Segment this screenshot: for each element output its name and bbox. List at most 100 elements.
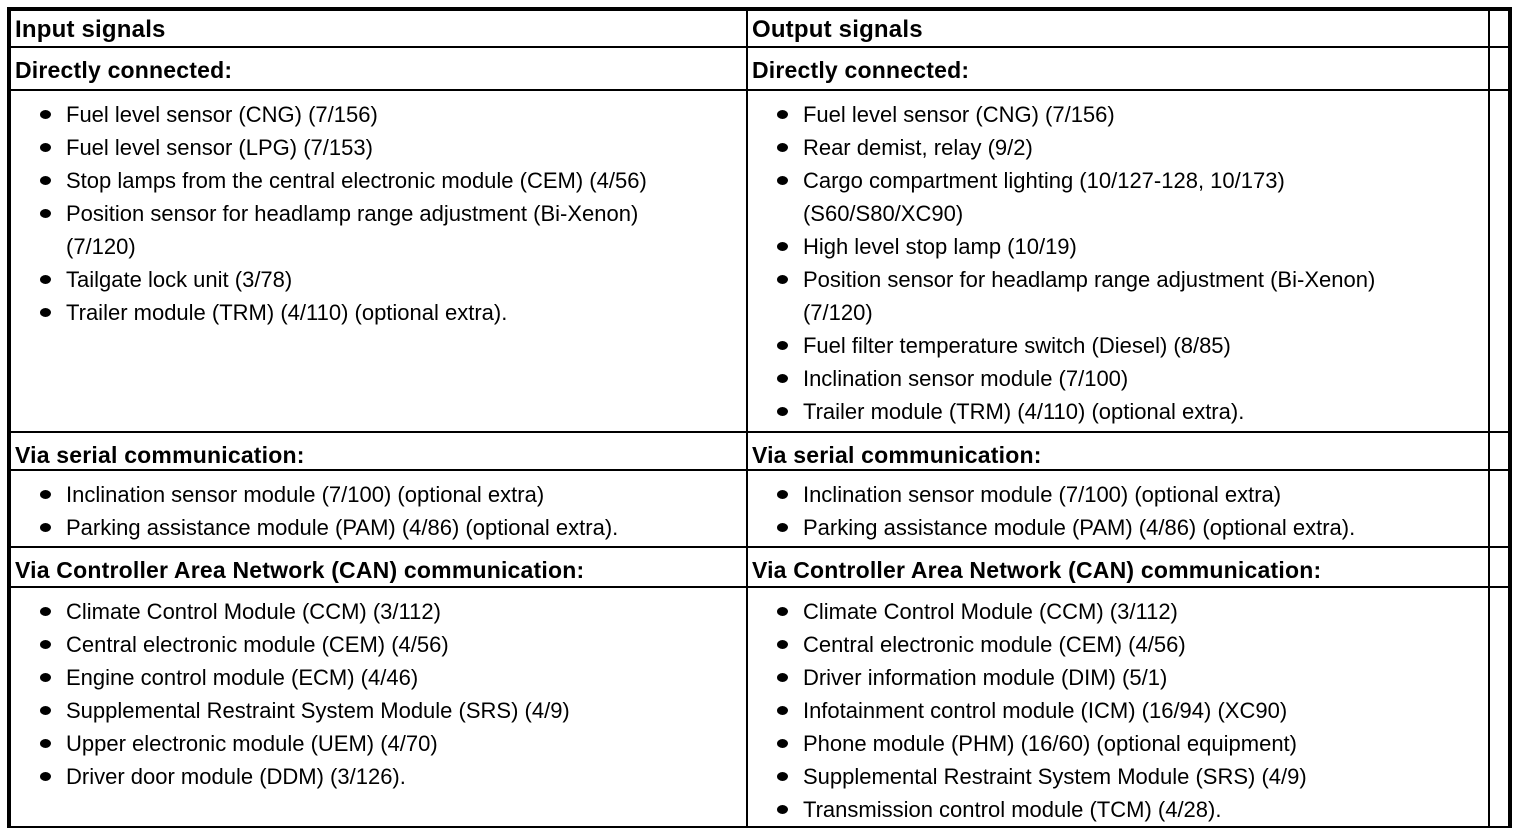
- signal-item-text: Fuel level sensor (LPG) (7/153): [66, 135, 373, 160]
- input-serial-list-cell: Inclination sensor module (7/100) (optio…: [8, 469, 748, 548]
- signal-item-text: High level stop lamp (10/19): [802, 234, 1077, 259]
- bullet-icon: [40, 607, 51, 616]
- bullet-icon: [776, 739, 788, 748]
- section-list-row: Climate Control Module (CCM) (3/112) Cen…: [8, 586, 1512, 828]
- input-signals-header: Input signals: [8, 8, 748, 48]
- output-serial-title: Via serial communication:: [745, 431, 1490, 471]
- signal-item: Central electronic module (CEM) (4/56): [749, 628, 1484, 661]
- signal-item-text: Trailer module (TRM) (4/110) (optional e…: [66, 300, 508, 325]
- signal-item: Parking assistance module (PAM) (4/86) (…: [749, 511, 1484, 544]
- signal-list: Climate Control Module (CCM) (3/112) Cen…: [749, 595, 1484, 826]
- signal-item: Inclination sensor module (7/100) (optio…: [749, 478, 1484, 511]
- empty-column-header: [1487, 8, 1512, 48]
- bullet-icon: [776, 176, 788, 185]
- signal-item-text: Position sensor for headlamp range adjus…: [802, 267, 1376, 325]
- bullet-icon: [776, 242, 788, 251]
- bullet-icon: [776, 490, 788, 499]
- signal-item: Position sensor for headlamp range adjus…: [11, 197, 742, 263]
- signal-item-text: Supplemental Restraint System Module (SR…: [802, 764, 1307, 789]
- bullet-icon: [40, 308, 51, 317]
- signal-item: Trailer module (TRM) (4/110) (optional e…: [11, 296, 742, 329]
- output-directly-connected-list-cell: Fuel level sensor (CNG) (7/156) Rear dem…: [745, 89, 1490, 433]
- signal-item-text: Fuel level sensor (CNG) (7/156): [66, 102, 378, 127]
- bullet-icon: [776, 673, 788, 682]
- signal-item-text: Trailer module (TRM) (4/110) (optional e…: [802, 399, 1245, 424]
- bullet-icon: [776, 374, 788, 383]
- signal-item: Fuel level sensor (CNG) (7/156): [11, 98, 742, 131]
- signal-item: Infotainment control module (ICM) (16/94…: [749, 694, 1484, 727]
- output-directly-connected-title: Directly connected:: [745, 46, 1490, 91]
- signal-item-text: Position sensor for headlamp range adjus…: [66, 201, 639, 259]
- signal-item-text: Engine control module (ECM) (4/46): [66, 665, 419, 690]
- signal-item-text: Stop lamps from the central electronic m…: [66, 168, 647, 193]
- bullet-icon: [776, 772, 788, 781]
- signal-item: Central electronic module (CEM) (4/56): [11, 628, 742, 661]
- bullet-icon: [40, 673, 51, 682]
- section-title-row: Via Controller Area Network (CAN) commun…: [8, 546, 1512, 588]
- empty-column-cell: [1487, 46, 1512, 91]
- signal-item: Stop lamps from the central electronic m…: [11, 164, 742, 197]
- output-can-title: Via Controller Area Network (CAN) commun…: [745, 546, 1490, 588]
- signal-item-text: Rear demist, relay (9/2): [802, 135, 1033, 160]
- bullet-icon: [776, 143, 788, 152]
- input-directly-connected-title: Directly connected:: [8, 46, 748, 91]
- signal-item-text: Central electronic module (CEM) (4/56): [802, 632, 1186, 657]
- signal-item: Inclination sensor module (7/100): [749, 362, 1484, 395]
- signal-item: Trailer module (TRM) (4/110) (optional e…: [749, 395, 1484, 428]
- bullet-icon: [776, 640, 788, 649]
- bullet-icon: [776, 407, 788, 416]
- bullet-icon: [776, 523, 788, 532]
- output-serial-list-cell: Inclination sensor module (7/100) (optio…: [745, 469, 1490, 548]
- signal-item-text: Climate Control Module (CCM) (3/112): [66, 599, 441, 624]
- signal-item-text: Cargo compartment lighting (10/127-128, …: [802, 168, 1285, 226]
- signal-item: Engine control module (ECM) (4/46): [11, 661, 742, 694]
- signal-item-text: Fuel level sensor (CNG) (7/156): [802, 102, 1115, 127]
- signal-item-text: Driver door module (DDM) (3/126).: [66, 764, 406, 789]
- signal-item: Climate Control Module (CCM) (3/112): [749, 595, 1484, 628]
- empty-column-cell: [1487, 431, 1512, 471]
- signal-item: Phone module (PHM) (16/60) (optional equ…: [749, 727, 1484, 760]
- signal-item-text: Driver information module (DIM) (5/1): [802, 665, 1168, 690]
- bullet-icon: [776, 341, 788, 350]
- signal-item: Fuel level sensor (LPG) (7/153): [11, 131, 742, 164]
- signal-item: Transmission control module (TCM) (4/28)…: [749, 793, 1484, 826]
- signal-item: Cargo compartment lighting (10/127-128, …: [749, 164, 1484, 230]
- empty-column-cell: [1487, 586, 1512, 828]
- input-can-list-cell: Climate Control Module (CCM) (3/112) Cen…: [8, 586, 748, 828]
- signal-item: Climate Control Module (CCM) (3/112): [11, 595, 742, 628]
- bullet-icon: [40, 490, 51, 499]
- output-signals-header: Output signals: [745, 8, 1490, 48]
- signal-item-text: Transmission control module (TCM) (4/28)…: [802, 797, 1222, 822]
- signal-item-text: Tailgate lock unit (3/78): [66, 267, 293, 292]
- signal-item-text: Inclination sensor module (7/100): [802, 366, 1129, 391]
- signal-item: Driver information module (DIM) (5/1): [749, 661, 1484, 694]
- signal-item: Inclination sensor module (7/100) (optio…: [11, 478, 742, 511]
- signals-table: Input signals Output signals Directly co…: [7, 7, 1512, 828]
- signal-item-text: Parking assistance module (PAM) (4/86) (…: [802, 515, 1356, 540]
- signal-item-text: Fuel filter temperature switch (Diesel) …: [802, 333, 1231, 358]
- signal-item-text: Climate Control Module (CCM) (3/112): [802, 599, 1178, 624]
- signal-list: Fuel level sensor (CNG) (7/156) Fuel lev…: [11, 98, 742, 329]
- bullet-icon: [40, 706, 51, 715]
- signal-item: Rear demist, relay (9/2): [749, 131, 1484, 164]
- output-can-list-cell: Climate Control Module (CCM) (3/112) Cen…: [745, 586, 1490, 828]
- bullet-icon: [40, 209, 51, 218]
- bullet-icon: [40, 176, 51, 185]
- section-list-row: Fuel level sensor (CNG) (7/156) Fuel lev…: [8, 89, 1512, 433]
- bullet-icon: [776, 607, 788, 616]
- signal-list: Inclination sensor module (7/100) (optio…: [11, 478, 742, 544]
- signal-item-text: Central electronic module (CEM) (4/56): [66, 632, 449, 657]
- signal-item: Fuel filter temperature switch (Diesel) …: [749, 329, 1484, 362]
- bullet-icon: [40, 772, 51, 781]
- signal-item: High level stop lamp (10/19): [749, 230, 1484, 263]
- bullet-icon: [40, 523, 51, 532]
- bullet-icon: [40, 640, 51, 649]
- signal-list: Climate Control Module (CCM) (3/112) Cen…: [11, 595, 742, 793]
- input-can-title: Via Controller Area Network (CAN) commun…: [8, 546, 748, 588]
- bullet-icon: [40, 143, 51, 152]
- signal-item-text: Parking assistance module (PAM) (4/86) (…: [66, 515, 619, 540]
- signal-item: Position sensor for headlamp range adjus…: [749, 263, 1484, 329]
- signal-list: Inclination sensor module (7/100) (optio…: [749, 478, 1484, 544]
- empty-column-cell: [1487, 469, 1512, 548]
- empty-column-cell: [1487, 89, 1512, 433]
